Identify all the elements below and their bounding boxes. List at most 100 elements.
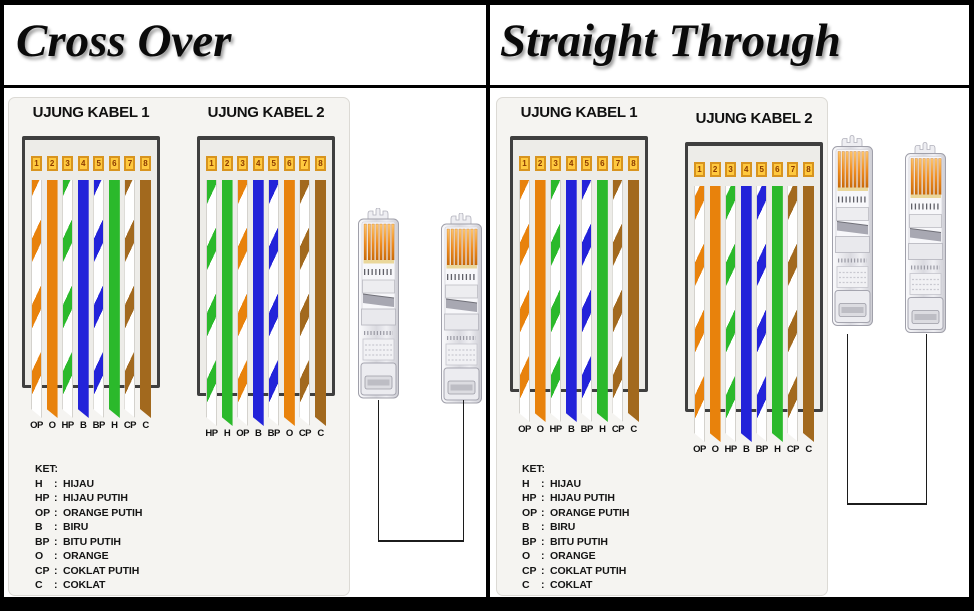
legend-entry: H:HIJAU: [522, 477, 629, 492]
wire-HP: [550, 180, 561, 422]
wire-HP: [725, 186, 736, 442]
legend-colon: :: [541, 579, 545, 591]
wire-O: [47, 180, 58, 418]
legend-name: BIRU: [63, 521, 89, 533]
legend-colon: :: [54, 535, 58, 548]
wire-H: [772, 186, 783, 442]
wire-OP: [694, 186, 705, 442]
legend-colon: :: [541, 521, 545, 533]
legend-abbr: H: [522, 477, 530, 490]
cable-title: UJUNG KABEL 1: [520, 104, 638, 121]
wire-HP: [206, 180, 217, 426]
wire-label: H: [599, 424, 606, 435]
connector-link-bracket: [378, 400, 464, 542]
pin-number: 6: [596, 156, 608, 171]
pin-number: 5: [93, 156, 105, 171]
cable-box: [22, 136, 160, 388]
legend-abbr: OP: [35, 506, 50, 519]
legend-colon: :: [541, 492, 545, 504]
legend-name: COKLAT: [550, 579, 593, 591]
wire-CP: [124, 180, 135, 418]
wire-label: CP: [786, 444, 800, 455]
legend-name: BITU PUTIH: [63, 535, 121, 548]
legend-colon: :: [54, 492, 58, 504]
wire-H: [597, 180, 608, 422]
pin-number: 1: [519, 156, 530, 171]
wire-label: OP: [518, 424, 531, 435]
pin-number: 2: [221, 156, 233, 171]
pin-number: 1: [206, 156, 217, 171]
wire-label: C: [142, 420, 149, 431]
wire-label: H: [223, 428, 231, 439]
pin-number: 5: [756, 162, 768, 177]
wire-label: BP: [755, 444, 769, 455]
wire-H: [222, 180, 233, 426]
pin-number: 5: [268, 156, 280, 171]
pin-number: 3: [62, 156, 74, 171]
wire-label: B: [568, 424, 575, 435]
pin-number: 8: [628, 156, 639, 171]
rj45-connector: [902, 140, 949, 337]
wire-B: [741, 186, 752, 442]
legend-name: ORANGE: [550, 550, 596, 562]
legend-entry: C:COKLAT: [522, 578, 629, 593]
wire-label: C: [630, 424, 637, 435]
wire-O: [284, 180, 295, 426]
legend-heading: KET:: [35, 463, 58, 475]
wire-O: [710, 186, 721, 442]
pin-number: 3: [237, 156, 249, 171]
legend-entry: BP:BITU PUTIH: [522, 535, 629, 550]
wire-label: O: [285, 428, 293, 439]
pin-number: 6: [283, 156, 295, 171]
legend-name: COKLAT: [63, 579, 106, 591]
pin-number: 7: [124, 156, 136, 171]
wire-BP: [756, 186, 767, 442]
wire-B: [566, 180, 577, 422]
legend-abbr: O: [522, 550, 531, 562]
center-divider: [486, 0, 490, 611]
wire-label: CP: [611, 424, 625, 435]
pin-number: 6: [108, 156, 120, 171]
pin-number: 2: [709, 162, 721, 177]
legend-entry: CP:COKLAT PUTIH: [522, 564, 629, 579]
pin-number: 7: [299, 156, 311, 171]
legend-name: BIRU: [550, 521, 576, 533]
legend-entry: BP:BITU PUTIH: [35, 535, 142, 550]
wire-B: [78, 180, 89, 418]
border-right: [969, 0, 974, 611]
wire-label: HP: [724, 444, 738, 455]
legend-name: BITU PUTIH: [550, 535, 608, 548]
legend-colon: :: [54, 564, 58, 577]
pin-number: 4: [740, 162, 752, 177]
wire-OP: [31, 180, 42, 418]
rj45-connector: [355, 208, 402, 400]
pin-number: 7: [787, 162, 799, 177]
legend-heading: KET:: [522, 463, 545, 475]
border-left: [0, 0, 4, 611]
legend-colon: :: [54, 506, 58, 519]
pin-number: 8: [803, 162, 814, 177]
wire-label: OP: [236, 428, 249, 439]
wire-label: O: [536, 424, 544, 435]
cable-box: [197, 136, 335, 396]
pin-number: 2: [534, 156, 546, 171]
legend-colon: :: [541, 550, 545, 562]
legend-colon: :: [54, 579, 58, 591]
cable-box: [685, 142, 823, 412]
cable-title: UJUNG KABEL 2: [695, 110, 813, 127]
wire-O: [535, 180, 546, 422]
legend-abbr: C: [35, 579, 43, 591]
legend-entry: B:BIRU: [522, 520, 629, 535]
legend-entry: O:ORANGE: [35, 549, 142, 564]
legend-abbr: BP: [522, 535, 537, 548]
legend-abbr: HP: [35, 492, 50, 504]
pin-number: 3: [550, 156, 562, 171]
legend-entry: OP:ORANGE PUTIH: [522, 506, 629, 521]
legend-entry: H:HIJAU: [35, 477, 142, 492]
wire-label: HP: [61, 420, 75, 431]
legend-entry: OP: ORANGE PUTIH: [35, 506, 142, 521]
legend-name: ORANGE PUTIH: [63, 506, 143, 519]
